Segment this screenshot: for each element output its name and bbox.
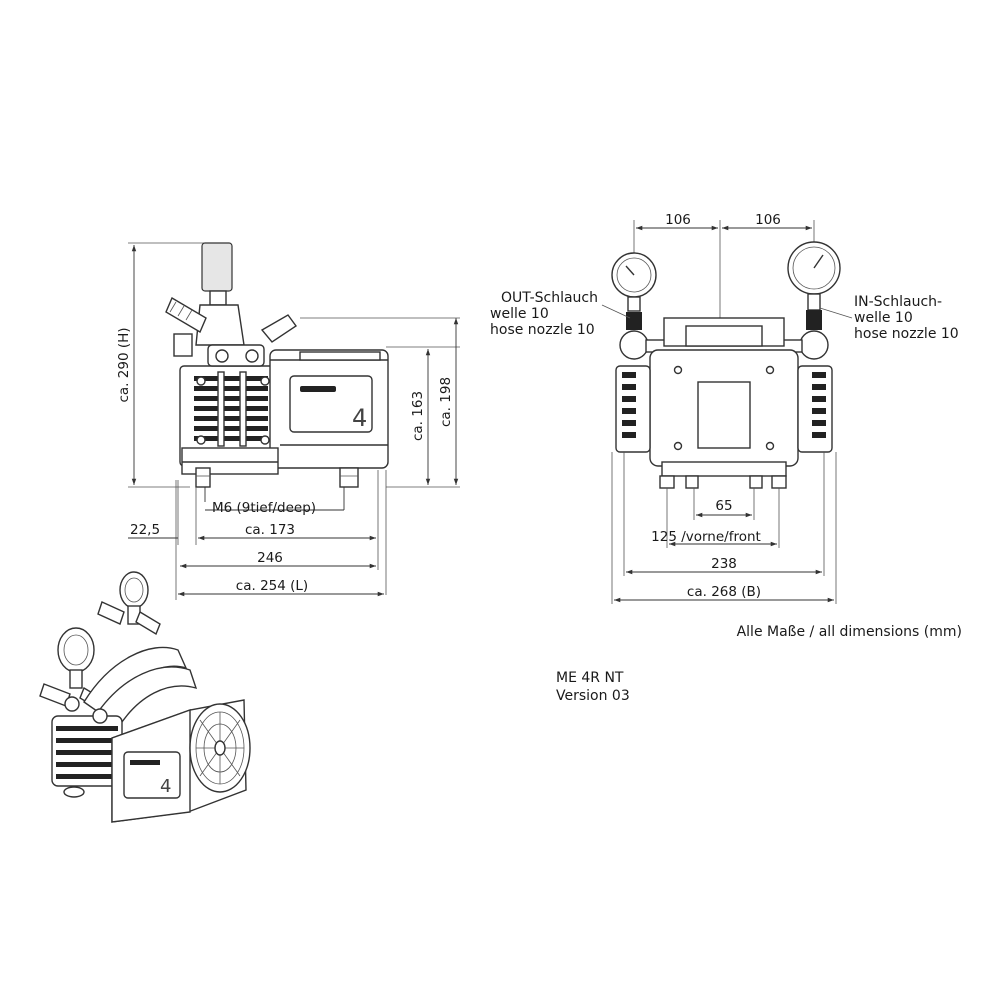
- dim-height-163: ca. 163: [410, 391, 426, 441]
- side-view-horizontal-dims: M6 (9tief/deep) 22,5 ca. 173 246 ca. 254…: [128, 487, 384, 597]
- out-nozzle-label: OUT-Schlauch welle 10 hose nozzle 10: [490, 290, 598, 338]
- front-view-horizontal-dims: 65 125 /vorne/front 238 ca. 268 (B): [611, 452, 837, 604]
- isometric-view: 4: [39, 571, 251, 823]
- out-gauge-icon: [611, 252, 657, 312]
- dim-foot-65: 65: [715, 498, 732, 514]
- side-panel-numeral: 4: [352, 404, 367, 432]
- in-label-line-2: welle 10: [854, 310, 913, 326]
- iso-panel-numeral: 4: [160, 776, 171, 797]
- out-label-line-1: OUT-Schlauch: [501, 290, 598, 306]
- iso-cooling-fins: [51, 696, 123, 787]
- dim-height-total: ca. 290 (H): [116, 327, 132, 402]
- units-note: Alle Maße / all dimensions (mm): [737, 624, 962, 640]
- out-label-line-2: welle 10: [490, 306, 549, 322]
- dim-thread: M6 (9tief/deep): [212, 500, 316, 516]
- dim-length-246: 246: [257, 550, 283, 566]
- iso-gauge-left-icon: [57, 627, 95, 689]
- dim-height-198: ca. 198: [438, 377, 454, 427]
- dim-width-238: 238: [711, 556, 737, 572]
- in-label-line-1: IN-Schlauch-: [854, 294, 942, 310]
- in-gauge-icon: [787, 241, 841, 311]
- dim-spacing-right: 106: [755, 212, 781, 228]
- dim-length-173: ca. 173: [245, 522, 295, 538]
- dim-offset-22-5: 22,5: [130, 522, 160, 538]
- front-left-fins: [615, 365, 651, 453]
- in-nozzle-label: IN-Schlauch- welle 10 hose nozzle 10: [854, 294, 959, 342]
- out-label-line-3: hose nozzle 10: [490, 322, 595, 338]
- model-name: ME 4R NT: [556, 670, 624, 686]
- version-label: Version 03: [556, 688, 630, 704]
- front-right-fins: [797, 365, 833, 453]
- dim-foot-125: 125 /vorne/front: [651, 529, 761, 545]
- front-view: 106 106: [601, 212, 853, 489]
- in-label-line-3: hose nozzle 10: [854, 326, 959, 342]
- dim-width-268: ca. 268 (B): [687, 584, 761, 600]
- dim-spacing-left: 106: [665, 212, 691, 228]
- iso-fan-icon: [189, 703, 251, 793]
- side-view: ca. 290 (H) ca. 163 ca. 198 4: [116, 242, 460, 600]
- dim-length-254: ca. 254 (L): [236, 578, 308, 594]
- side-cooling-fins: [194, 371, 270, 447]
